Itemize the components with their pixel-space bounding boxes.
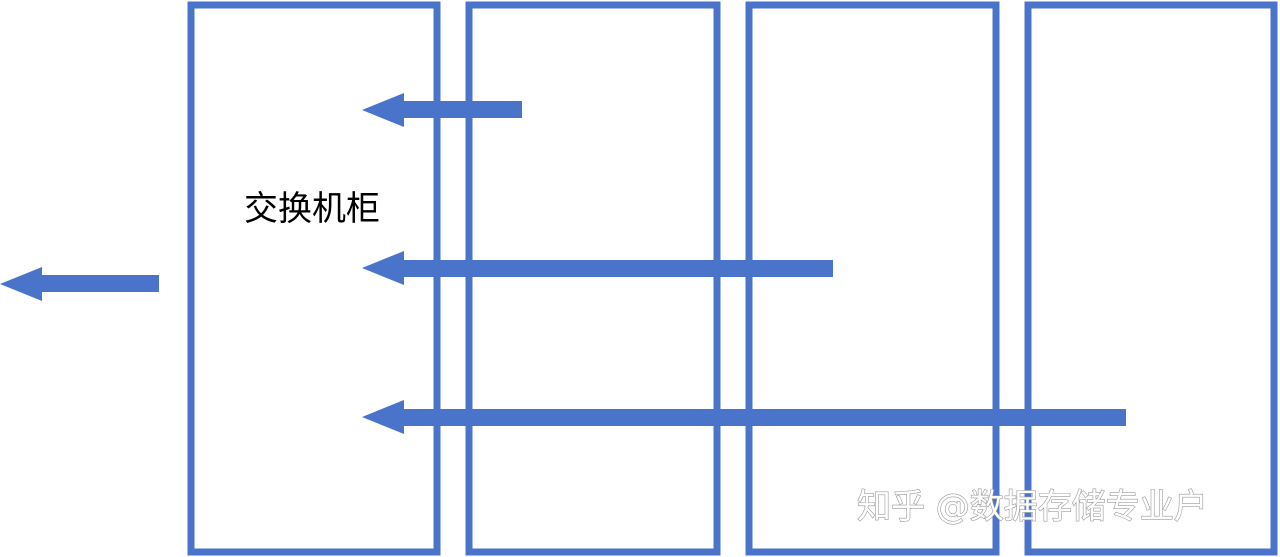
arrow-shaft <box>398 260 833 277</box>
arrow-head <box>362 251 404 285</box>
arrow-rack4-to-switch <box>362 400 1126 434</box>
arrow-shaft <box>398 409 1126 426</box>
watermark-text: 知乎 @数据存储专业户 <box>857 487 1208 527</box>
arrow-rack2-to-switch <box>362 93 522 127</box>
arrow-head <box>0 267 42 301</box>
rack-2 <box>465 1 721 556</box>
arrow-rack3-to-switch <box>362 251 833 285</box>
arrow-switch-out <box>0 267 159 301</box>
switch-cabinet-label: 交换机柜 <box>244 189 380 229</box>
rack-3 <box>745 1 1000 556</box>
arrow-head <box>362 93 404 127</box>
arrow-shaft <box>398 101 522 118</box>
rack-4 <box>1024 1 1278 556</box>
arrow-head <box>362 400 404 434</box>
arrow-shaft <box>36 275 159 292</box>
